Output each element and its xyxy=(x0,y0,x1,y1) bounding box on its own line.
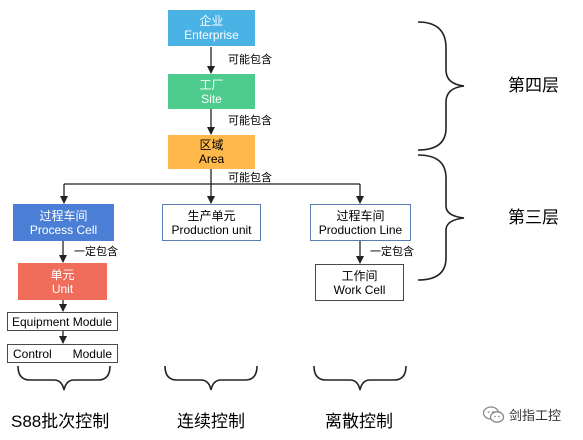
unit-zh: 单元 xyxy=(50,267,75,282)
control-module-label-left: Control xyxy=(13,347,52,361)
enterprise-en: Enterprise xyxy=(184,28,239,42)
work-cell-zh: 工作间 xyxy=(341,268,378,283)
relation-enterprise-site: 可能包含 xyxy=(228,54,272,66)
watermark: 剑指工控 xyxy=(483,404,578,424)
area-en: Area xyxy=(198,152,225,166)
process-cell-en: Process Cell xyxy=(29,222,98,237)
process-cell-zh: 过程车间 xyxy=(39,208,88,223)
relation-site-area: 可能包含 xyxy=(228,115,272,127)
level4-label: 第四层 xyxy=(508,76,559,95)
area-box: 区域 Area xyxy=(168,135,255,169)
site-box: 工厂 Site xyxy=(168,74,255,109)
enterprise-box: 企业 Enterprise xyxy=(168,10,255,46)
level3-label: 第三层 xyxy=(508,208,559,227)
enterprise-zh: 企业 xyxy=(199,14,224,28)
production-line-zh: 过程车间 xyxy=(336,208,385,223)
site-en: Site xyxy=(201,91,222,106)
category-batch: S88批次控制 xyxy=(11,412,110,431)
control-module-box: Control Module xyxy=(7,344,118,363)
watermark-text: 剑指工控 xyxy=(509,408,562,423)
relation-cell-unit: 一定包含 xyxy=(74,246,118,258)
unit-box: 单元 Unit xyxy=(18,263,107,300)
work-cell-box: 工作间 Work Cell xyxy=(315,264,404,301)
production-line-box: 过程车间 Production Line xyxy=(310,204,411,241)
equipment-module-label: Equipment Module xyxy=(12,315,113,329)
brace-batch xyxy=(17,365,111,391)
brace-continuous xyxy=(164,365,258,391)
relation-area-children: 可能包含 xyxy=(228,172,272,184)
category-continuous: 连续控制 xyxy=(177,412,245,431)
brace-discrete xyxy=(313,365,407,391)
relation-line-workcell: 一定包含 xyxy=(370,246,414,258)
production-unit-zh: 生产单元 xyxy=(187,208,236,223)
control-module-label-right: Module xyxy=(72,347,112,361)
equipment-module-box: Equipment Module xyxy=(7,312,118,331)
process-cell-box: 过程车间 Process Cell xyxy=(13,204,114,241)
brace-level3 xyxy=(417,154,465,281)
wechat-icon xyxy=(483,406,505,423)
brace-level4 xyxy=(417,21,465,151)
category-discrete: 离散控制 xyxy=(325,412,393,431)
area-zh: 区域 xyxy=(199,138,224,152)
unit-en: Unit xyxy=(51,281,74,296)
site-zh: 工厂 xyxy=(199,77,224,92)
production-line-en: Production Line xyxy=(318,222,403,237)
work-cell-en: Work Cell xyxy=(333,282,386,297)
production-unit-box: 生产单元 Production unit xyxy=(162,204,261,241)
production-unit-en: Production unit xyxy=(171,222,252,237)
